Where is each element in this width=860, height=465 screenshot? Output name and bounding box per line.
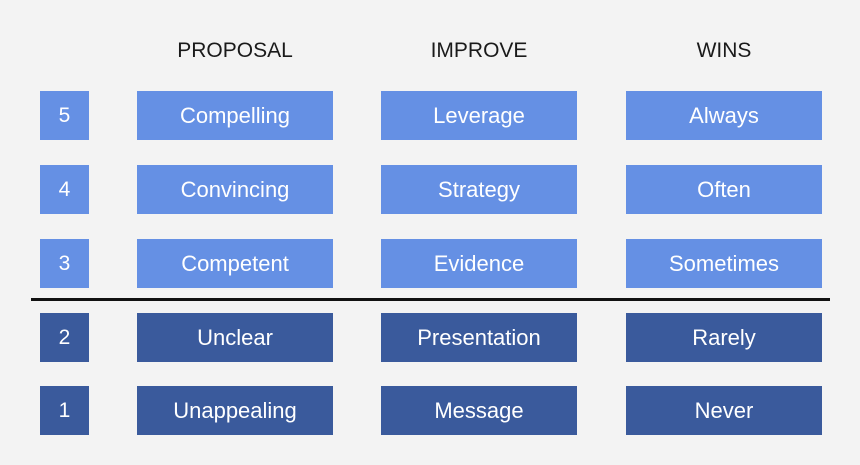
proposal-cell: Unappealing <box>137 386 333 435</box>
header-improve: IMPROVE <box>430 39 528 62</box>
improve-cell: Leverage <box>381 91 577 140</box>
wins-cell: Often <box>626 165 822 214</box>
header-wins: WINS <box>696 39 752 62</box>
level-badge: 2 <box>40 313 89 362</box>
level-badge: 5 <box>40 91 89 140</box>
wins-cell: Never <box>626 386 822 435</box>
improve-cell: Presentation <box>381 313 577 362</box>
level-badge: 1 <box>40 386 89 435</box>
improve-cell: Evidence <box>381 239 577 288</box>
header-proposal: PROPOSAL <box>177 39 293 62</box>
level-badge: 4 <box>40 165 89 214</box>
level-badge: 3 <box>40 239 89 288</box>
proposal-cell: Unclear <box>137 313 333 362</box>
proposal-cell: Compelling <box>137 91 333 140</box>
wins-cell: Rarely <box>626 313 822 362</box>
proposal-cell: Competent <box>137 239 333 288</box>
improve-cell: Message <box>381 386 577 435</box>
wins-cell: Always <box>626 91 822 140</box>
proposal-cell: Convincing <box>137 165 333 214</box>
improve-cell: Strategy <box>381 165 577 214</box>
wins-cell: Sometimes <box>626 239 822 288</box>
tier-divider <box>31 298 830 301</box>
